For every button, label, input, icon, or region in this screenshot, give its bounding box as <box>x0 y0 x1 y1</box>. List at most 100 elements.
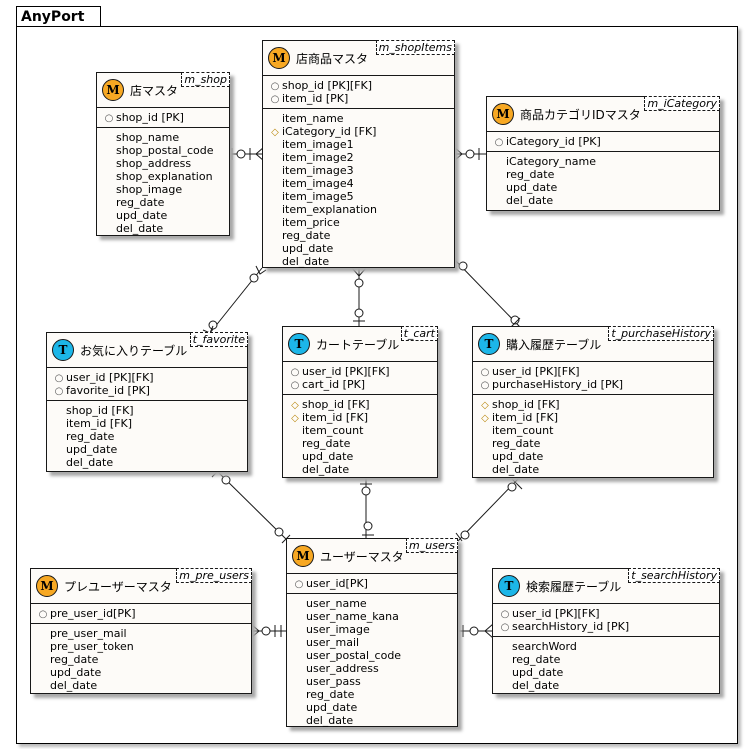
entity-key-row: ○user_id [PK][FK] <box>288 365 433 378</box>
entity-attribute-row: upd_date <box>498 666 715 679</box>
entity-attribute-row: upd_date <box>52 443 243 456</box>
entity-attribute-row: del_date <box>498 679 715 692</box>
entity-attribute-row: upd_date <box>492 181 715 194</box>
entity-attribute-row: searchWord <box>498 640 715 653</box>
entity-attribute-row: shop_explanation <box>102 170 225 183</box>
field-name: reg_date <box>66 430 115 443</box>
entity-attribute-row: item_name <box>268 112 450 125</box>
field-name: shop_explanation <box>116 170 213 183</box>
entity-attribute-row: item_count <box>288 424 433 437</box>
field-name: item_price <box>282 216 340 229</box>
field-name: reg_date <box>492 437 541 450</box>
entity-attribute-row: item_image2 <box>268 151 450 164</box>
primary-key-icon: ○ <box>480 380 490 391</box>
field-name: shop_id [PK] <box>116 111 184 124</box>
field-name: item_image3 <box>282 164 354 177</box>
entity-attribute-row: reg_date <box>268 229 450 242</box>
entity-attribute-row: del_date <box>292 714 453 727</box>
entity-key-row: ○cart_id [PK] <box>288 378 433 391</box>
field-name: user_name_kana <box>306 610 399 623</box>
primary-key-icon: ○ <box>290 380 300 391</box>
entity-attribute-row: item_explanation <box>268 203 450 216</box>
entity-attribute-row: del_date <box>288 463 433 476</box>
field-name: pre_user_id[PK] <box>50 607 136 620</box>
entity-table-name: m_iCategory <box>644 96 720 111</box>
field-name: upd_date <box>116 209 168 222</box>
master-badge-icon: M <box>268 47 290 69</box>
field-name: del_date <box>66 456 114 469</box>
entity-attribute-row: ◇item_id [FK] <box>288 411 433 424</box>
master-badge-icon: M <box>292 545 314 567</box>
entity-key-row: ○user_id[PK] <box>292 577 453 590</box>
entity-title: 店マスタ <box>130 83 179 98</box>
primary-key-icon: ○ <box>480 367 490 378</box>
entity-table-name: m_users <box>406 538 458 553</box>
entity-attribute-row: reg_date <box>36 653 247 666</box>
primary-key-icon: ○ <box>104 113 114 124</box>
field-name: user_mail <box>306 636 360 649</box>
primary-key-icon: ○ <box>494 137 504 148</box>
field-name: upd_date <box>512 666 564 679</box>
entity-title: 店商品マスタ <box>296 51 369 66</box>
entity-title: 検索履歴テーブル <box>526 579 622 594</box>
field-name: searchHistory_id [PK] <box>512 620 630 633</box>
entity-attribute-row: reg_date <box>498 653 715 666</box>
field-name: item_count <box>492 424 554 437</box>
entity-attribute-row: upd_date <box>288 450 433 463</box>
field-name: user_address <box>306 662 379 675</box>
entity-title: 商品カテゴリIDマスタ <box>520 107 641 122</box>
field-name: user_id[PK] <box>306 577 368 590</box>
foreign-key-icon: ◇ <box>271 127 279 138</box>
field-name: del_date <box>306 714 354 727</box>
field-name: pre_user_mail <box>50 627 127 640</box>
entity-key-section: ○shop_id [PK] <box>97 108 229 127</box>
entity-attribute-row: ◇item_id [FK] <box>478 411 709 424</box>
entity-attribute-row: upd_date <box>36 666 247 679</box>
entity-attribute-row: pre_user_mail <box>36 627 247 640</box>
entity-attribute-row: shop_postal_code <box>102 144 225 157</box>
entity-attribute-row: user_name <box>292 597 453 610</box>
entity-title: プレユーザーマスタ <box>64 579 172 594</box>
entity-attribute-row: user_name_kana <box>292 610 453 623</box>
entity-key-row: ○pre_user_id[PK] <box>36 607 247 620</box>
entity-attribute-row: upd_date <box>478 450 709 463</box>
field-name: user_id [PK][FK] <box>66 371 154 384</box>
entity-key-section: ○user_id [PK][FK]○purchaseHistory_id [PK… <box>473 362 713 394</box>
entity-key-row: ○user_id [PK][FK] <box>52 371 243 384</box>
field-name: item_name <box>282 112 344 125</box>
rel-favorite-users <box>211 466 291 544</box>
field-name: del_date <box>512 679 560 692</box>
entity-attribute-row: shop_id [FK] <box>52 404 243 417</box>
primary-key-icon: ○ <box>290 367 300 378</box>
field-name: user_pass <box>306 675 361 688</box>
entity-attribute-row: shop_address <box>102 157 225 170</box>
field-name: item_image1 <box>282 138 354 151</box>
field-name: user_name <box>306 597 367 610</box>
field-name: reg_date <box>302 437 351 450</box>
primary-key-icon: ○ <box>500 622 510 633</box>
rel-shopitems-icategory <box>453 146 487 162</box>
entity-attribute-row: item_image4 <box>268 177 450 190</box>
entity-attribute-row: item_count <box>478 424 709 437</box>
field-name: user_id [PK][FK] <box>512 607 600 620</box>
entity-attribute-row: del_date <box>36 679 247 692</box>
entity-attribute-row: reg_date <box>288 437 433 450</box>
field-name: searchWord <box>512 640 577 653</box>
